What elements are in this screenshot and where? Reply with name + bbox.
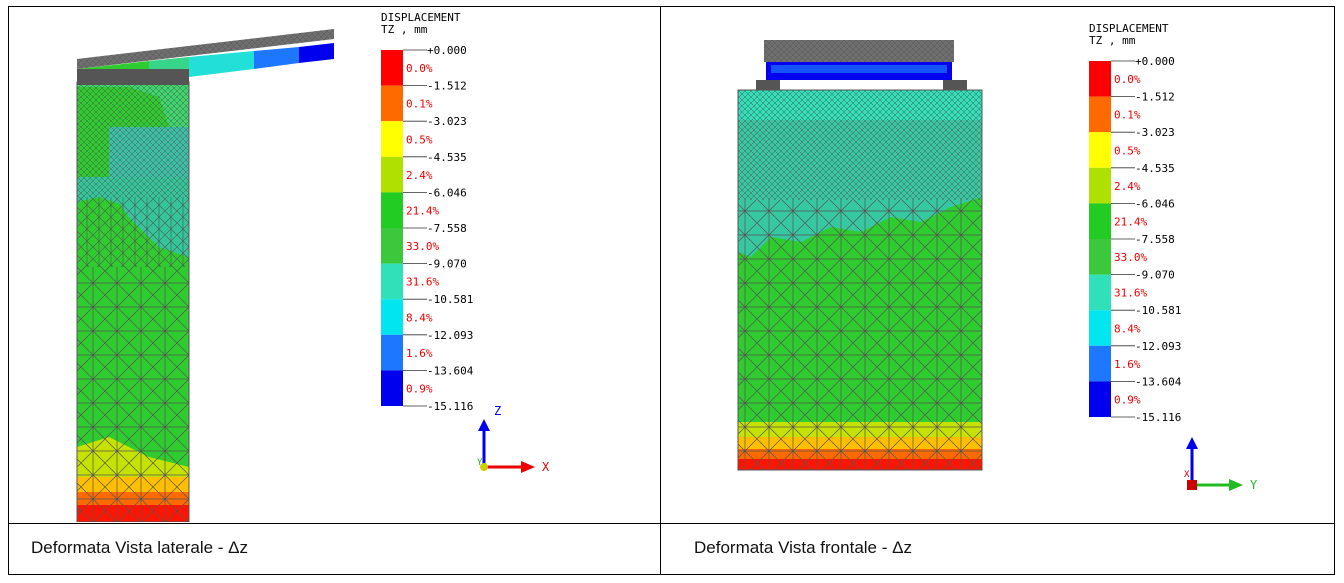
legend-color-band bbox=[381, 299, 403, 335]
legend-percent-label: 0.0% bbox=[406, 62, 433, 75]
legend-tick-label: -4.535 bbox=[1135, 162, 1175, 175]
legend-color-band bbox=[1089, 239, 1111, 275]
legend-tick-label: -10.581 bbox=[1135, 304, 1181, 317]
legend-subtitle: TZ , mm bbox=[1089, 34, 1136, 47]
legend-percent-label: 21.4% bbox=[406, 204, 439, 217]
legend-percent-label: 21.4% bbox=[1114, 215, 1147, 228]
legend-tick-label: -9.070 bbox=[1135, 269, 1175, 282]
legend-percent-label: 1.6% bbox=[406, 347, 433, 360]
legend-percent-label: 0.0% bbox=[1114, 73, 1141, 86]
axis-label-x: X bbox=[542, 460, 550, 474]
legend-tick-label: +0.000 bbox=[427, 44, 467, 57]
legend-percent-label: 33.0% bbox=[1114, 251, 1147, 264]
legend-percent-label: 1.6% bbox=[1114, 358, 1141, 371]
legend-title: DISPLACEMENT bbox=[1089, 22, 1169, 35]
legend-tick-label: -9.070 bbox=[427, 258, 467, 271]
legend-tick-label: -7.558 bbox=[1135, 233, 1175, 246]
axis-label-x: X bbox=[1184, 470, 1190, 480]
frontal-wall bbox=[737, 89, 983, 471]
legend-color-band bbox=[381, 192, 403, 228]
legend-percent-label: 2.4% bbox=[1114, 180, 1141, 193]
legend-color-band bbox=[1089, 132, 1111, 168]
legend-color-band bbox=[1089, 381, 1111, 417]
row-divider bbox=[8, 523, 1335, 524]
axis-label-y: Y bbox=[1250, 478, 1258, 492]
legend-color-band bbox=[381, 156, 403, 193]
legend-tick-label: -6.046 bbox=[427, 186, 467, 199]
legend-percent-label: 0.9% bbox=[406, 382, 433, 395]
legend-color-band bbox=[1089, 274, 1111, 311]
legend-color-band bbox=[381, 370, 403, 406]
axis-triad-frontal: Y X bbox=[1184, 437, 1258, 492]
legend-color-band bbox=[381, 85, 403, 122]
legend-tick-label: -12.093 bbox=[427, 329, 473, 342]
lateral-model-svg: DISPLACEMENT TZ , mm +0.000 -1.512 -3.023 -… bbox=[76, 11, 550, 522]
caption-frontal: Deformata Vista frontale - Δz bbox=[694, 538, 912, 557]
axis-label-y: Y bbox=[477, 458, 483, 468]
axis-label-z: Z bbox=[494, 404, 501, 418]
legend-tick-label: -4.535 bbox=[427, 151, 467, 164]
legend-tick-label: -3.023 bbox=[1135, 126, 1175, 139]
legend-title: DISPLACEMENT bbox=[381, 11, 461, 24]
legend-tick-label: -13.604 bbox=[427, 364, 474, 377]
frontal-model-svg: DISPLACEMENT TZ , mm +0.000 -1.512 -3.023 -… bbox=[737, 22, 1258, 492]
panel-lateral-view: DISPLACEMENT TZ , mm +0.000 -1.512 -3.023 -… bbox=[9, 7, 659, 522]
legend-tick-label: +0.000 bbox=[1135, 55, 1175, 68]
legend-frontal: DISPLACEMENT TZ , mm +0.000 -1.512 -3.023 -… bbox=[1089, 22, 1182, 424]
legend-tick-label: -1.512 bbox=[1135, 91, 1175, 104]
legend-color-band bbox=[381, 263, 403, 300]
legend-color-band bbox=[1089, 61, 1111, 97]
legend-percent-label: 33.0% bbox=[406, 240, 439, 253]
legend-color-band bbox=[381, 50, 403, 86]
panel-frontal-view: DISPLACEMENT TZ , mm +0.000 -1.512 -3.023 -… bbox=[661, 7, 1334, 522]
legend-tick-label: -13.604 bbox=[1135, 375, 1182, 388]
frontal-slab bbox=[756, 40, 967, 90]
legend-tick-label: -15.116 bbox=[427, 400, 473, 413]
lateral-wall bbox=[76, 81, 190, 522]
legend-percent-label: 0.1% bbox=[1114, 109, 1141, 122]
legend-color-band bbox=[1089, 96, 1111, 133]
legend-tick-label: -7.558 bbox=[427, 222, 467, 235]
legend-tick-label: -3.023 bbox=[427, 115, 467, 128]
legend-color-band bbox=[1089, 345, 1111, 382]
legend-tick-label: -10.581 bbox=[427, 293, 473, 306]
legend-color-band bbox=[1089, 167, 1111, 204]
legend-percent-label: 0.9% bbox=[1114, 393, 1141, 406]
legend-subtitle: TZ , mm bbox=[381, 23, 428, 36]
legend-percent-label: 31.6% bbox=[1114, 287, 1147, 300]
legend-tick-label: -15.116 bbox=[1135, 411, 1181, 424]
legend-percent-label: 0.5% bbox=[1114, 144, 1141, 157]
axis-triad-lateral: Z X Y bbox=[477, 404, 550, 474]
legend-percent-label: 31.6% bbox=[406, 276, 439, 289]
figure-table bbox=[8, 6, 1335, 575]
legend-lateral: DISPLACEMENT TZ , mm +0.000 -1.512 -3.023 -… bbox=[381, 11, 474, 413]
caption-lateral: Deformata Vista laterale - Δz bbox=[31, 538, 249, 557]
legend-color-band bbox=[381, 121, 403, 157]
legend-tick-label: -12.093 bbox=[1135, 340, 1181, 353]
legend-tick-label: -6.046 bbox=[1135, 197, 1175, 210]
lateral-slab bbox=[77, 29, 334, 85]
column-divider bbox=[660, 6, 661, 575]
legend-percent-label: 2.4% bbox=[406, 169, 433, 182]
legend-color-band bbox=[1089, 310, 1111, 346]
legend-color-band bbox=[381, 228, 403, 264]
legend-color-band bbox=[381, 334, 403, 371]
legend-percent-label: 8.4% bbox=[1114, 322, 1141, 335]
legend-percent-label: 0.5% bbox=[406, 133, 433, 146]
legend-color-band bbox=[1089, 203, 1111, 239]
legend-percent-label: 0.1% bbox=[406, 98, 433, 111]
legend-percent-label: 8.4% bbox=[406, 311, 433, 324]
legend-tick-label: -1.512 bbox=[427, 80, 467, 93]
